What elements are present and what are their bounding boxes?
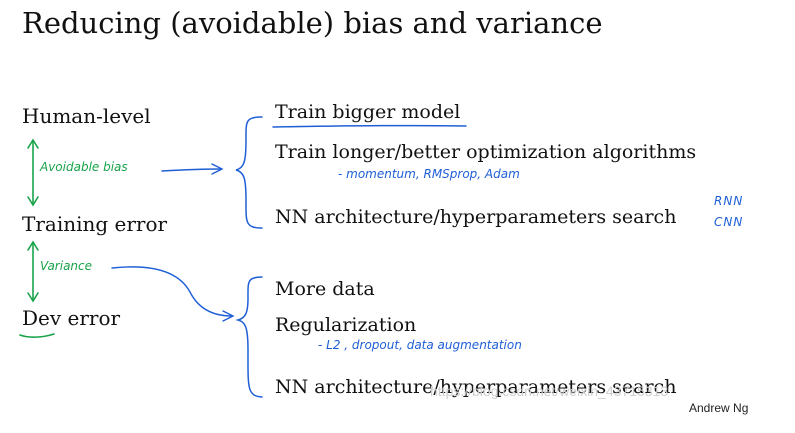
variance-remedy-regularization: Regularization xyxy=(275,314,417,336)
bias-remedy-bigger-model: Train bigger model xyxy=(275,101,461,123)
avoidable-bias-annotation: Avoidable bias xyxy=(40,160,128,174)
bias-remedy-optimization: Train longer/better optimization algorit… xyxy=(275,141,697,163)
variance-annotation: Variance xyxy=(40,259,93,273)
bias-arrow xyxy=(161,163,224,175)
variance-remedy-more-data: More data xyxy=(275,278,375,300)
author-credit: Andrew Ng xyxy=(689,401,749,415)
variance-brace xyxy=(235,276,263,398)
variance-arrow-blue xyxy=(111,266,235,322)
bias-remedy-architecture-search: NN architecture/hyperparameters search xyxy=(275,206,677,228)
rnn-annotation: RNN xyxy=(714,194,744,208)
avoidable-bias-arrow xyxy=(27,138,39,207)
optimizer-examples-annotation: - momentum, RMSprop, Adam xyxy=(338,167,520,181)
regularization-examples-annotation: - L2 , dropout, data augmentation xyxy=(318,338,522,352)
slide-title: Reducing (avoidable) bias and variance xyxy=(22,6,603,40)
cnn-annotation: CNN xyxy=(714,215,744,229)
bigger-model-underline xyxy=(272,124,467,128)
dev-error-underline xyxy=(19,333,55,338)
training-error-label: Training error xyxy=(22,212,168,236)
bias-brace xyxy=(235,116,263,229)
human-level-label: Human-level xyxy=(22,104,151,128)
watermark: https://blog.csdn.net/weixin_43715313 xyxy=(430,383,669,399)
variance-arrow xyxy=(27,240,39,303)
dev-error-label: Dev error xyxy=(22,306,121,330)
variance-remedy-architecture-search: NN architecture/hyperparameters search xyxy=(275,376,677,398)
